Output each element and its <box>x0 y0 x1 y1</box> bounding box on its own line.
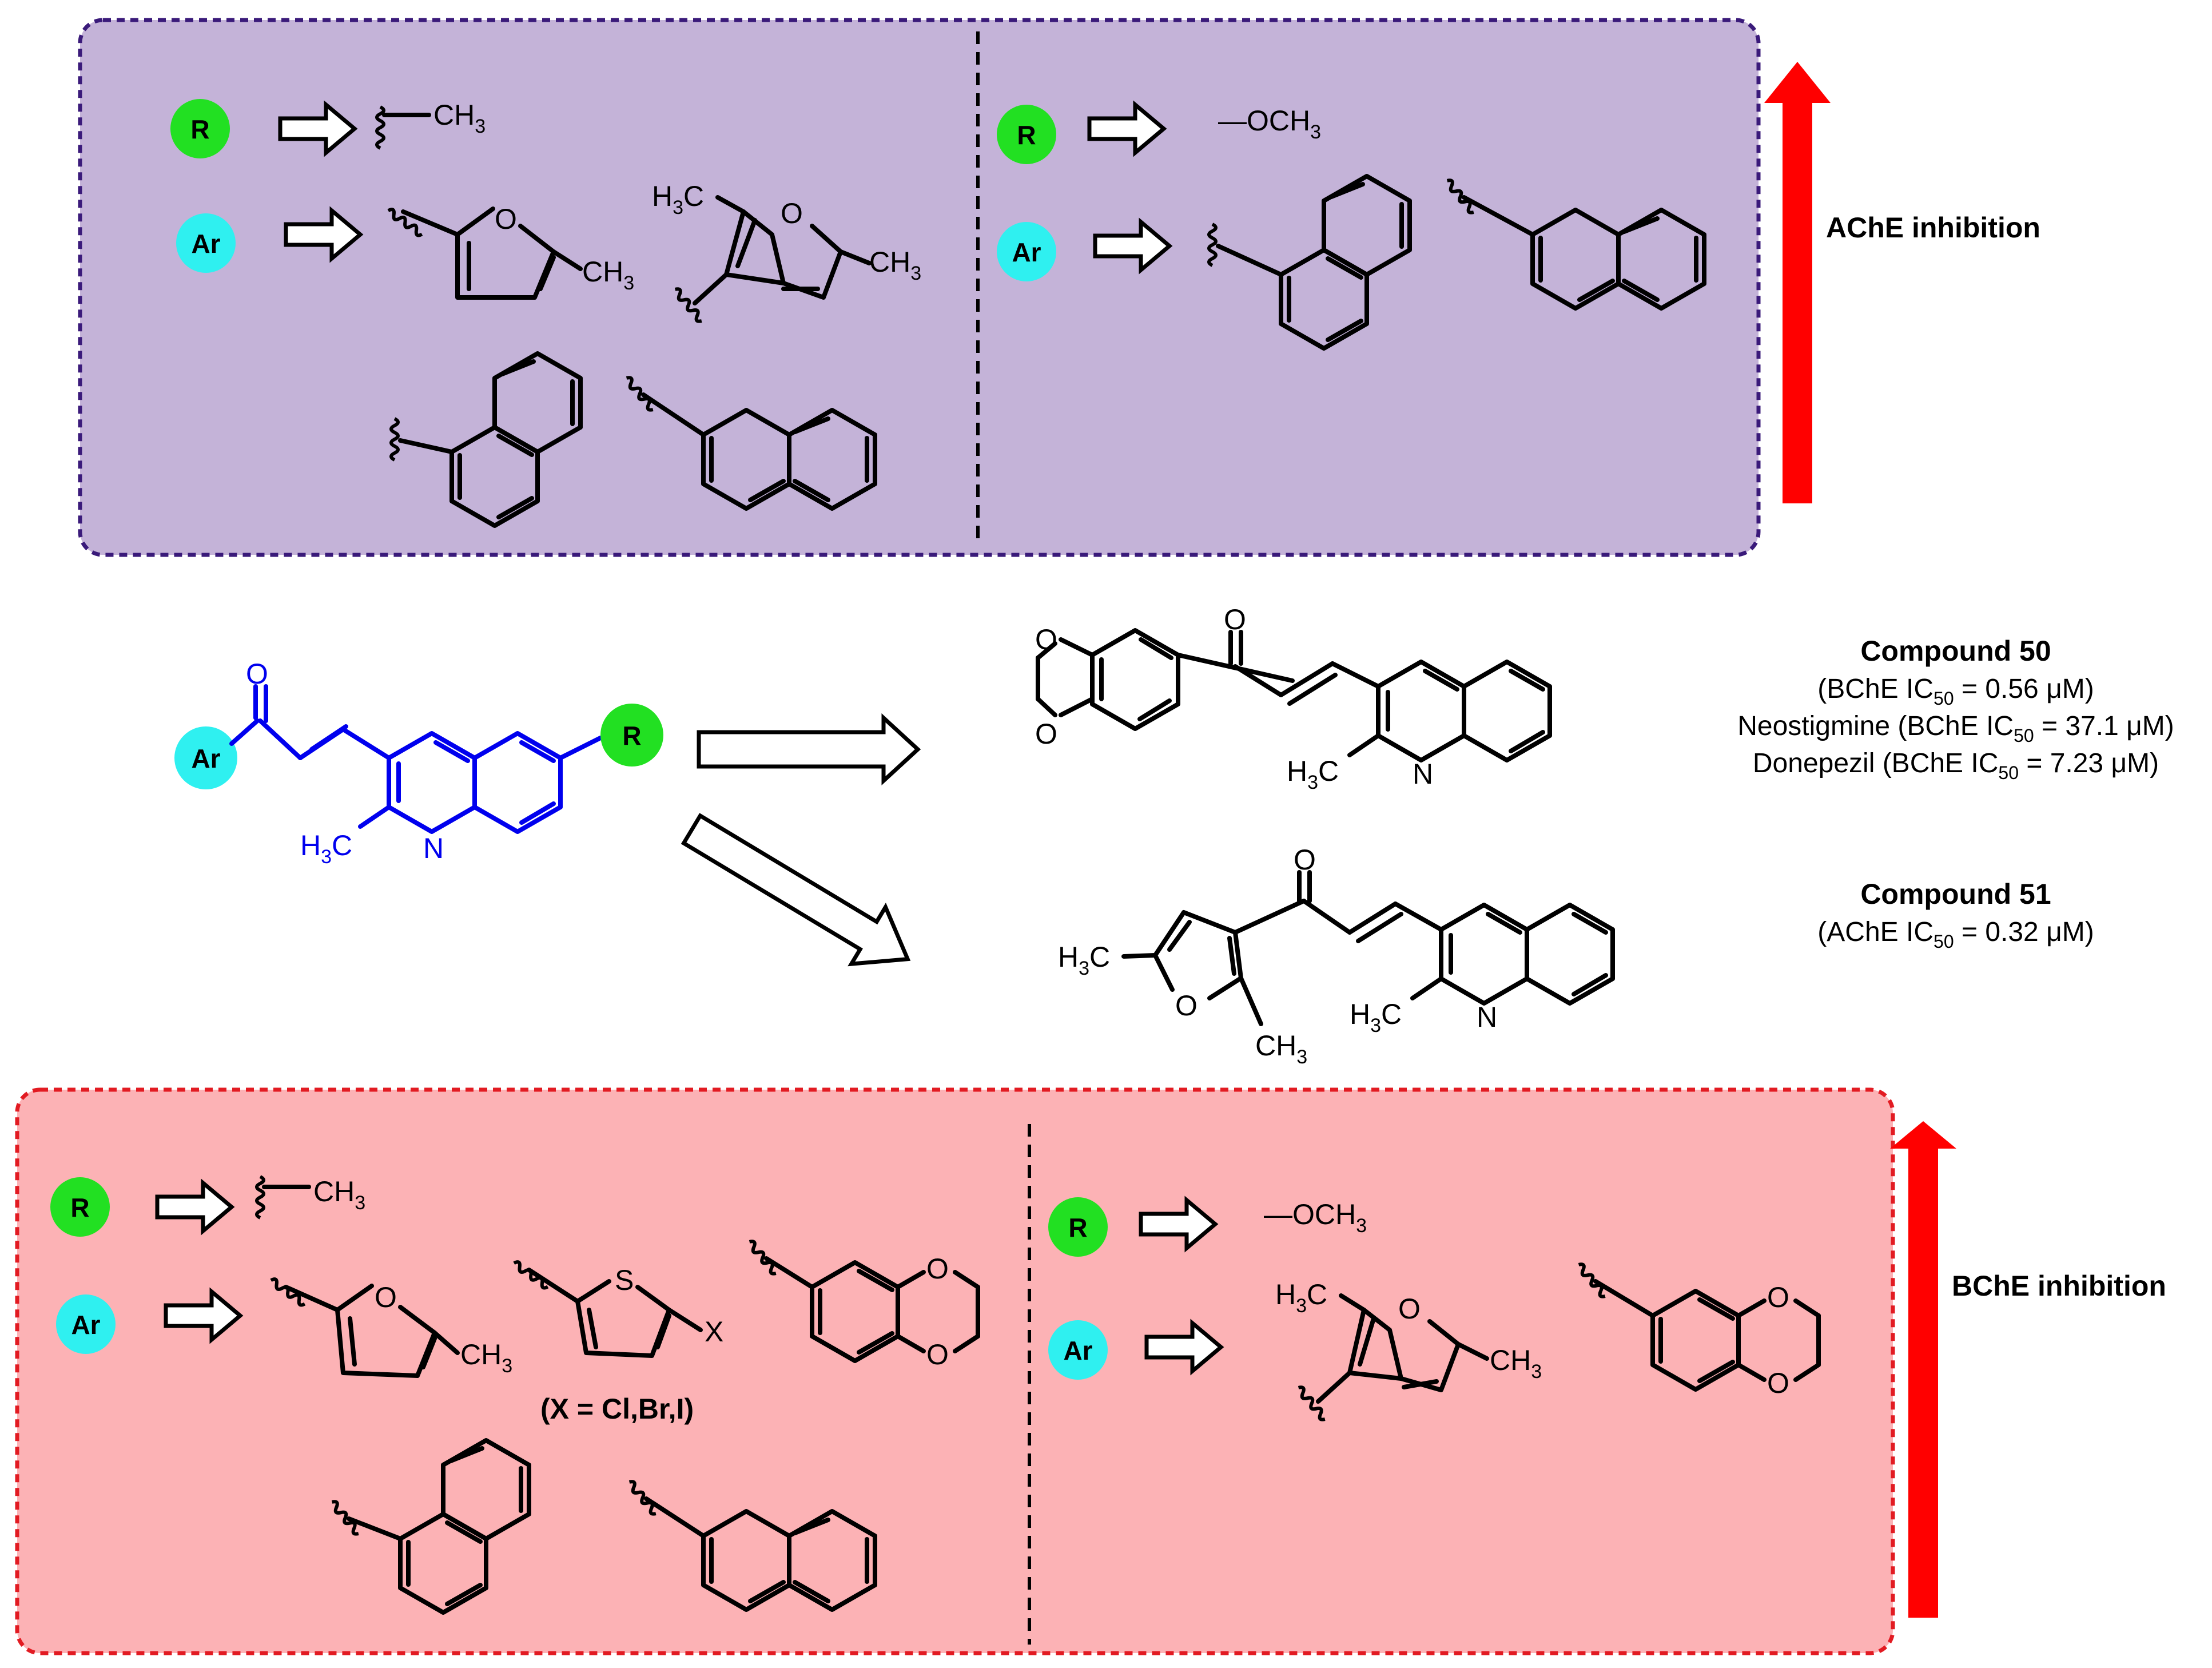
ar-badge-label: Ar <box>1063 1336 1092 1365</box>
svg-text:H3C: H3C <box>1287 755 1339 793</box>
ache-inhibition-label: AChE inhibition <box>1826 212 2040 244</box>
svg-text:O: O <box>375 1281 397 1313</box>
ache-panel <box>78 18 1761 557</box>
svg-text:O: O <box>495 203 517 235</box>
methylfuran-substituent: O CH3 <box>269 1277 512 1378</box>
carbonyl-oxygen: O <box>246 658 268 690</box>
ar-badge <box>56 1294 116 1354</box>
halogen-note: (X = Cl,Br,I) <box>540 1393 694 1425</box>
bche-right-ar-row: Ar H3C O CH3 O O <box>1048 1262 1819 1421</box>
r-badge <box>997 105 1056 164</box>
svg-text:CH3: CH3 <box>582 256 634 294</box>
benzodioxane-substituent: O O <box>747 1240 978 1371</box>
svg-text:O: O <box>1398 1293 1421 1325</box>
benzodioxane-substituent: O O <box>1576 1262 1819 1399</box>
svg-text:H3C: H3C <box>1350 998 1402 1036</box>
ache-right-ar-row: Ar <box>997 176 1704 348</box>
scaffold-n: N <box>423 832 444 864</box>
ache-left-r-row: R CH3 <box>170 99 486 158</box>
r-badge <box>50 1177 110 1237</box>
svg-text:N: N <box>1413 758 1433 790</box>
dimethylfuran-substituent: H3C O CH3 <box>652 180 921 323</box>
svg-text:O: O <box>1767 1367 1789 1399</box>
ar-badge <box>997 222 1056 281</box>
ar-badge-label: Ar <box>191 229 220 259</box>
ache-left-ar-row: Ar O CH3 H3C O CH3 <box>176 180 921 323</box>
svg-text:CH3: CH3 <box>869 246 921 284</box>
svg-text:CH3: CH3 <box>433 99 486 137</box>
compound-50-label: Compound 50 (BChE IC50 = 0.56 μM) Neosti… <box>1737 635 2174 783</box>
compound-50-title: Compound 50 <box>1860 635 2051 667</box>
svg-text:CH3: CH3 <box>313 1175 365 1214</box>
ar-badge <box>1048 1320 1108 1380</box>
compound-51-label: Compound 51 (AChE IC50 = 0.32 μM) <box>1817 878 2094 952</box>
svg-text:O: O <box>1224 603 1246 636</box>
ar-badge-label: Ar <box>1012 237 1041 267</box>
r-badge-label: R <box>622 721 641 750</box>
svg-text:O: O <box>1294 844 1316 876</box>
svg-text:—OCH3: —OCH3 <box>1218 105 1321 143</box>
ch3-text: CH <box>433 99 475 131</box>
ache-trend-arrow <box>1764 62 1831 503</box>
r-badge <box>600 704 663 767</box>
r-badge-label: R <box>1017 120 1036 150</box>
och3-text: —OCH <box>1218 105 1310 137</box>
bche-left-ar-row: Ar O CH3 S X (X = Cl,Br,I) <box>56 1240 978 1425</box>
ch3-text: CH <box>313 1175 355 1208</box>
bche-right-r-row: R —OCH3 <box>1048 1197 1367 1257</box>
compound-50-line-0: (BChE IC50 = 0.56 μM) <box>1817 674 2094 709</box>
halothiophene-substituent: S X (X = Cl,Br,I) <box>512 1260 723 1425</box>
svg-text:—OCH3: —OCH3 <box>1264 1198 1367 1237</box>
svg-text:CH3: CH3 <box>1255 1030 1307 1068</box>
ar-badge-label: Ar <box>71 1310 100 1340</box>
ache-right-r-row: R —OCH3 <box>997 105 1321 164</box>
bche-left-r-row: R CH3 <box>50 1175 365 1237</box>
arrow-to-compound-50 <box>697 713 921 785</box>
arrow-to-compound-51 <box>681 813 911 967</box>
och3-text: —OCH <box>1264 1198 1356 1230</box>
bche-panel <box>15 1087 1895 1655</box>
svg-text:H3C: H3C <box>300 829 352 868</box>
compound-50-line-1: Neostigmine (BChE IC50 = 37.1 μM) <box>1737 711 2174 746</box>
compound-51-structure: H3C O CH3 O N H3C <box>1058 844 1615 1068</box>
compound-51-title: Compound 51 <box>1860 878 2051 910</box>
svg-text:H3C: H3C <box>1058 941 1110 979</box>
ar-badge <box>174 726 237 789</box>
svg-text:N: N <box>1477 1001 1497 1033</box>
r-badge-label: R <box>70 1193 89 1222</box>
r-badge-label: R <box>1068 1213 1087 1242</box>
svg-text:H3C: H3C <box>1275 1278 1327 1317</box>
svg-text:O: O <box>781 197 803 229</box>
svg-text:O: O <box>1035 718 1057 750</box>
ar-badge <box>176 213 236 273</box>
svg-text:O: O <box>1767 1281 1789 1313</box>
dimethylfuran-substituent: H3C O CH3 <box>1275 1278 1542 1421</box>
svg-text:X: X <box>705 1316 723 1348</box>
svg-text:CH3: CH3 <box>1490 1344 1542 1383</box>
r-badge <box>170 99 230 158</box>
ache-left-naphthyls <box>391 354 875 526</box>
svg-text:H3C: H3C <box>652 180 704 219</box>
svg-text:O: O <box>1175 990 1197 1022</box>
svg-text:O: O <box>926 1339 949 1371</box>
r-badge <box>1048 1197 1108 1257</box>
svg-text:O: O <box>926 1253 949 1285</box>
methylfuran-substituent: O CH3 <box>386 203 634 300</box>
bche-left-naphthyls <box>329 1440 875 1613</box>
compound-51-line-0: (AChE IC50 = 0.32 μM) <box>1817 917 2094 952</box>
svg-text:S: S <box>615 1264 634 1296</box>
bche-trend-arrow <box>1890 1121 1956 1618</box>
ar-badge-label: Ar <box>191 744 220 773</box>
bche-inhibition-label: BChE inhibition <box>1952 1270 2166 1302</box>
compound-50-structure: O O O N H3C <box>1035 603 1552 793</box>
r-badge-label: R <box>190 114 209 144</box>
general-scaffold: Ar O N H3C R <box>174 658 663 868</box>
svg-text:CH3: CH3 <box>460 1339 512 1377</box>
compound-50-line-2: Donepezil (BChE IC50 = 7.23 μM) <box>1753 748 2159 783</box>
